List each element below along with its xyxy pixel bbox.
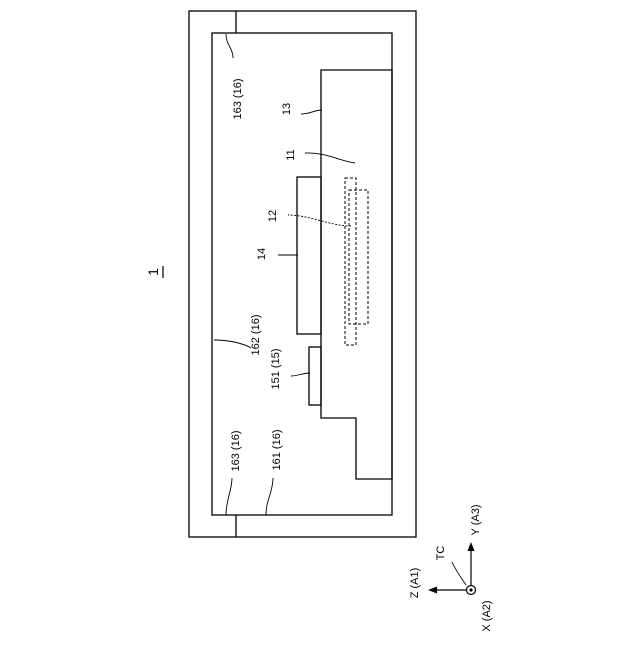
dashed-regions [345,178,368,345]
leader-13 [301,110,322,114]
leader-162 [214,340,251,348]
y-axis-arrowhead [468,542,475,551]
leader-161 [266,478,273,515]
leader-163-top [226,34,233,58]
label-13: 13 [281,103,293,115]
label-163-bottom: 163 (16) [230,431,242,472]
coordinate-axes: TC Z (A1) Y (A3) X (A2) [409,505,493,632]
label-14: 14 [256,248,268,260]
label-162: 162 (16) [250,315,262,356]
label-tc: TC [435,546,447,561]
component-151 [309,347,321,405]
label-161: 161 (16) [271,430,283,471]
components [297,70,392,479]
label-11: 11 [285,149,297,160]
z-axis-arrowhead [428,587,437,594]
x-axis-dot [469,588,472,591]
reference-labels: 163 (16) 13 11 12 14 162 (16) 151 (15) 1… [230,79,297,472]
label-151: 151 (15) [270,349,282,390]
leader-11 [305,153,355,163]
region-11 [345,178,356,345]
leader-163-bottom [226,478,232,515]
leader-tc [452,562,466,585]
outer-housing-rect [189,11,416,537]
figure-number: 1 [145,268,161,276]
figure-label: 1 [145,266,163,278]
label-x-axis: X (A2) [481,600,493,631]
component-14 [297,177,321,334]
region-12 [349,190,368,324]
leader-151 [291,373,310,376]
housing [189,11,416,537]
label-163-top: 163 (16) [232,79,244,120]
label-y-axis: Y (A3) [470,505,482,536]
label-z-axis: Z (A1) [409,568,421,599]
label-12: 12 [267,210,279,222]
